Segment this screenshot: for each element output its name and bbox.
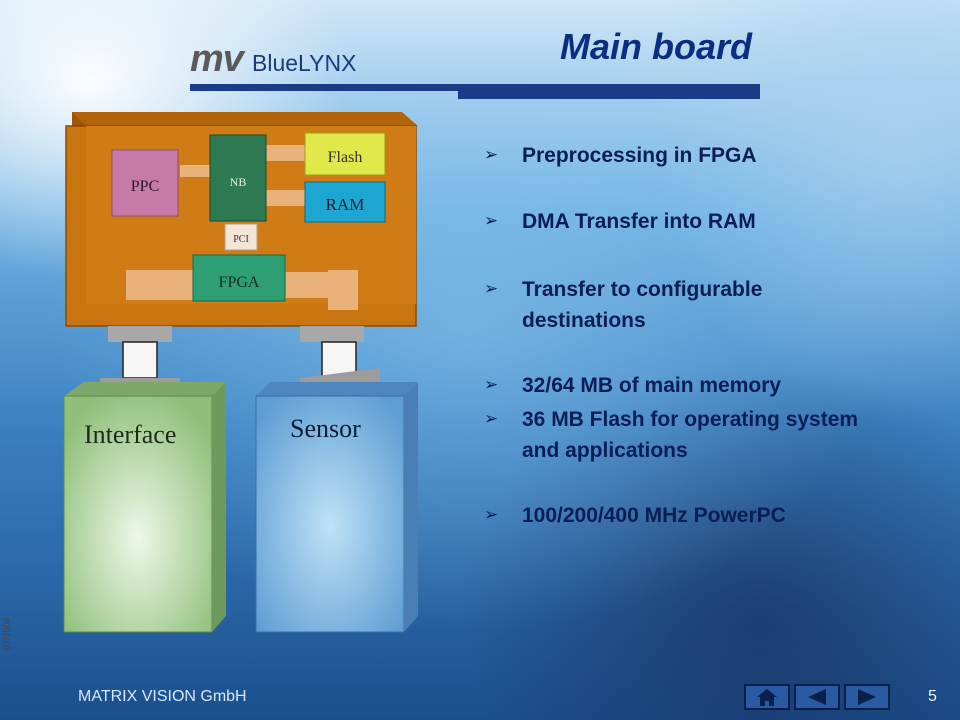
arrow-bullet-icon: ➢ <box>484 279 499 299</box>
nb-label: NB <box>230 175 247 189</box>
slide-title: Main board <box>560 26 753 67</box>
pci-bridge <box>224 223 258 251</box>
list-item-text: 100/200/400 MHz PowerPC <box>522 504 786 527</box>
previous-triangle-icon <box>808 689 826 705</box>
ppc-label: PPC <box>131 178 159 195</box>
arrow-bullet-icon: ➢ <box>484 375 499 395</box>
ram-chip <box>304 181 386 223</box>
sensor-side <box>404 382 418 632</box>
sensor-module <box>255 382 418 633</box>
connector-right-cap <box>300 326 364 342</box>
arrow-bullet-icon: ➢ <box>484 505 499 525</box>
home-icon <box>757 689 777 706</box>
footer-company: MATRIX VISION GmbH <box>78 688 247 705</box>
board-top-edge <box>72 112 418 126</box>
sensor-top <box>256 382 418 396</box>
logo-brand-name: BlueLYNX <box>252 50 357 76</box>
date-stamp: 02/2006 <box>2 617 12 650</box>
next-slide-button[interactable] <box>844 684 890 710</box>
title-underline-lower <box>458 91 760 99</box>
sensor-face <box>255 395 405 633</box>
home-button[interactable] <box>744 684 790 710</box>
trace-fpga-left <box>126 270 194 300</box>
fpga-chip <box>192 254 286 302</box>
arrow-bullet-icon: ➢ <box>484 211 499 231</box>
connector-left-cap <box>108 326 172 342</box>
page-number: 5 <box>928 688 937 705</box>
flash-label: Flash <box>328 149 363 166</box>
trace-nb-flash <box>266 145 306 161</box>
interface-module <box>63 382 226 633</box>
list-item-text: 36 MB Flash for operating system and app… <box>522 408 859 462</box>
fpga-label: FPGA <box>219 274 260 291</box>
interface-side <box>212 382 226 632</box>
list-item-text: Transfer to configurable destinations <box>522 278 763 332</box>
list-item-text: DMA Transfer into RAM <box>522 210 756 233</box>
nb-chip <box>209 134 267 222</box>
title-underline <box>190 84 760 91</box>
flash-chip <box>304 132 386 176</box>
trace-fpga-right-end <box>328 270 358 310</box>
trace-fpga-right <box>284 272 336 298</box>
connector-left-pin <box>122 341 158 379</box>
list-item-text: Preprocessing in FPGA <box>522 144 757 167</box>
trace-ppc-nb <box>180 165 210 177</box>
ppc-chip <box>111 149 179 217</box>
logo-mv: mv <box>190 38 244 80</box>
arrow-bullet-icon: ➢ <box>484 409 499 429</box>
board-traces <box>126 145 358 310</box>
ram-label: RAM <box>326 195 365 214</box>
list-item-text: 32/64 MB of main memory <box>522 374 782 397</box>
pci-label: PCI <box>233 234 249 245</box>
previous-slide-button[interactable] <box>794 684 840 710</box>
interface-top <box>64 382 226 396</box>
interface-face <box>63 395 213 633</box>
next-triangle-icon <box>858 689 876 705</box>
trace-nb-ram <box>266 190 306 206</box>
sensor-label: Sensor <box>290 414 361 443</box>
interface-label: Interface <box>84 420 177 449</box>
arrow-bullet-icon: ➢ <box>484 145 499 165</box>
